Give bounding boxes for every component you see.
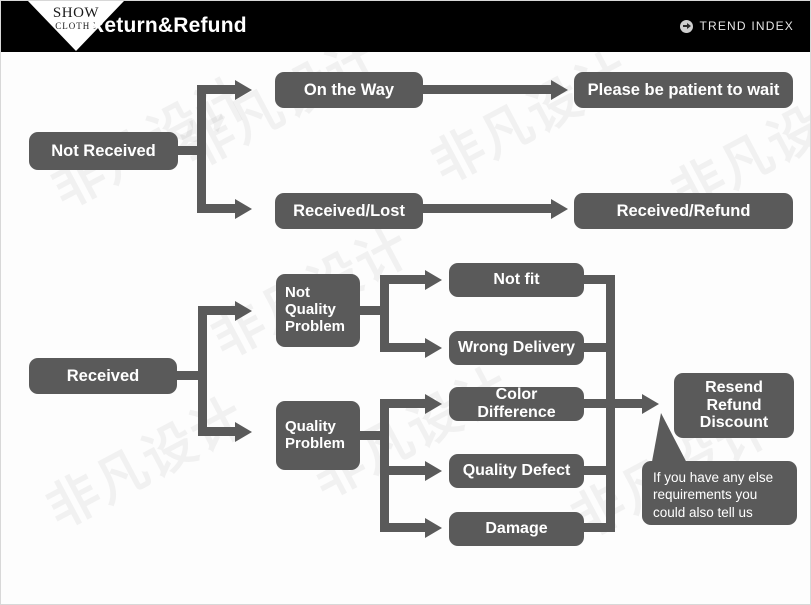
node-label-line: Refund (706, 396, 762, 414)
arrowhead-on-the-way (235, 79, 252, 100)
logo-line-1: SHOW (52, 5, 100, 21)
logo-triangle (28, 1, 124, 51)
logo: SHOW CLOTHE (28, 5, 124, 32)
watermark: 非凡设计 (416, 30, 642, 198)
connector-qp-r2 (380, 466, 427, 475)
arrowhead-resolution (642, 393, 659, 414)
connector-merge-color-difference (584, 399, 615, 408)
node-label-line: Discount (699, 414, 769, 432)
arrowhead-received-lost (235, 198, 252, 219)
connector-nr-stem (178, 146, 206, 155)
node-label-line: Problem (285, 434, 346, 452)
arrowhead-received-refund (551, 198, 568, 219)
node-damage[interactable]: Damage (449, 512, 584, 546)
connector-merge-quality-defect (584, 466, 615, 475)
node-color-difference[interactable]: Color Difference (449, 386, 584, 421)
arrowhead-damage (425, 517, 442, 538)
page-title: Return&Refund (89, 14, 247, 37)
arrowhead-not-fit (425, 269, 442, 290)
connector-qp-stem (360, 431, 385, 440)
node-resolution[interactable]: Resend Refund Discount (674, 373, 794, 438)
connector-rcv-bus (198, 306, 207, 436)
connector-otw-outcome (423, 85, 552, 94)
node-not-received[interactable]: Not Received (29, 132, 178, 170)
brand-text: TREND INDEX (699, 19, 794, 33)
brand-label: TREND INDEX (680, 19, 794, 33)
arrowhead-wrong-delivery (425, 337, 442, 358)
connector-rcv-down (198, 427, 237, 436)
connector-nqp-r2 (380, 343, 427, 352)
arrowhead-quality-defect (425, 460, 442, 481)
connector-nr-down (197, 204, 236, 213)
node-quality-problem[interactable]: Quality Problem (276, 401, 360, 470)
node-received-refund[interactable]: Received/Refund (574, 193, 793, 229)
node-label-line: Not (285, 284, 310, 302)
connector-qp-r3 (380, 523, 427, 532)
circle-arrow-icon (680, 19, 694, 33)
connector-qp-r1 (380, 399, 427, 408)
arrowhead-not-quality-problem (235, 300, 252, 321)
node-label-line: Problem (285, 317, 346, 335)
connector-rcv-up (198, 306, 237, 315)
connector-merge-not-fit (584, 275, 615, 284)
connector-merge-wrong-delivery (584, 343, 615, 352)
arrowhead-color-difference (425, 393, 442, 414)
connector-merge-damage (584, 523, 615, 532)
connector-nr-up (197, 85, 236, 94)
node-label-line: Quality (285, 417, 336, 435)
connector-rl-outcome (423, 204, 552, 213)
connector-rcv-stem (177, 371, 207, 380)
logo-line-2: CLOTHE (55, 21, 97, 31)
connector-nqp-stem (360, 306, 385, 315)
connector-qp-bus (380, 399, 389, 532)
connector-nqp-bus (380, 275, 389, 352)
header-bar (1, 1, 810, 52)
node-not-quality-problem[interactable]: Not Quality Problem (276, 274, 360, 347)
node-quality-defect[interactable]: Quality Defect (449, 454, 584, 488)
connector-nr-bus (197, 85, 206, 213)
node-wrong-delivery[interactable]: Wrong Delivery (449, 331, 584, 365)
connector-resolution (606, 399, 644, 408)
node-received[interactable]: Received (29, 358, 177, 394)
node-label-line: Resend (705, 378, 763, 396)
watermark: 非凡设计 (31, 375, 257, 543)
node-received-lost[interactable]: Received/Lost (275, 193, 423, 229)
node-label-line: Quality (285, 301, 336, 319)
arrowhead-quality-problem (235, 421, 252, 442)
connector-nqp-r1 (380, 275, 427, 284)
node-please-be-patient[interactable]: Please be patient to wait (574, 72, 793, 108)
node-not-fit[interactable]: Not fit (449, 263, 584, 297)
arrowhead-please-wait (551, 79, 568, 100)
node-on-the-way[interactable]: On the Way (275, 72, 423, 108)
callout-note[interactable]: If you have any else requirements you co… (642, 461, 797, 525)
